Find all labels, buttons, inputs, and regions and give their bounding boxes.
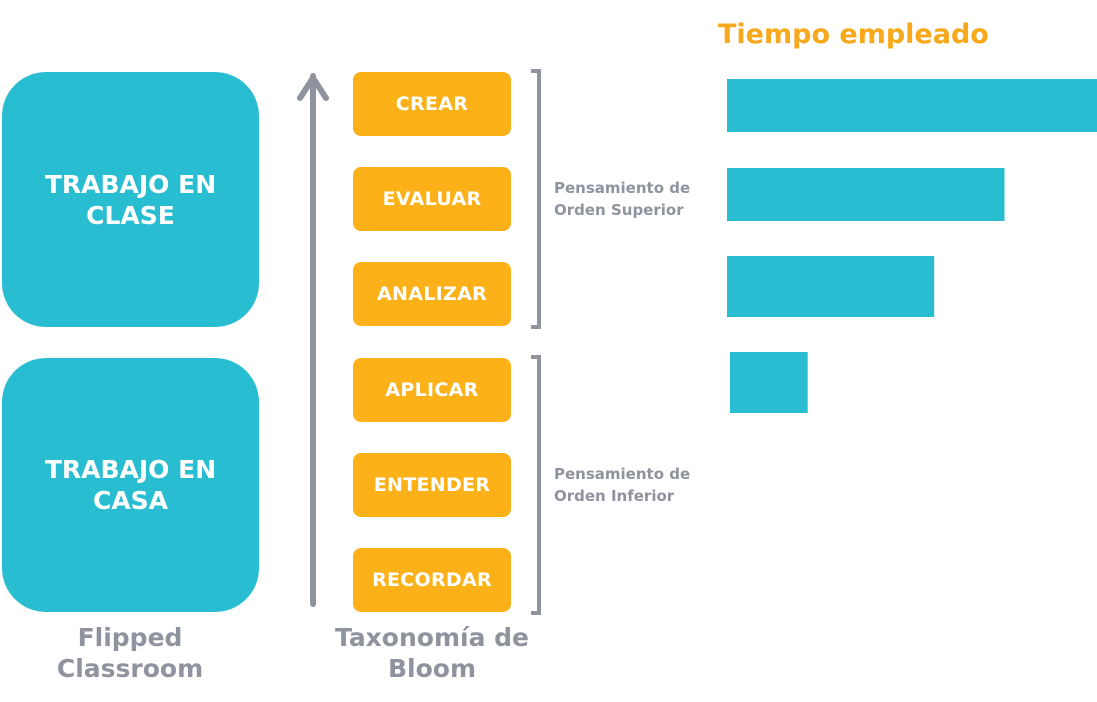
lower-order-line1: Pensamiento de — [554, 465, 691, 483]
bloom-caption-line2: Bloom — [387, 654, 477, 683]
bloom-taxonomy-caption: Taxonomía de Bloom — [312, 622, 552, 684]
level-evaluar: EVALUAR — [353, 167, 511, 231]
level-crear: CREAR — [353, 72, 511, 136]
level-label: CREAR — [395, 93, 469, 115]
time-bar-crear — [727, 79, 1097, 132]
flipped-caption-line1: Flipped — [77, 623, 183, 652]
lower-bracket — [531, 355, 541, 615]
level-label: RECORDAR — [372, 569, 492, 591]
home-work-label: TRABAJO EN CASA — [44, 455, 217, 515]
level-recordar: RECORDAR — [353, 548, 511, 612]
flipped-classroom-caption: Flipped Classroom — [30, 622, 230, 684]
up-arrow-icon — [297, 73, 329, 607]
higher-order-thinking-label: Pensamiento de Orden Superior — [554, 177, 690, 221]
level-analizar: ANALIZAR — [353, 262, 511, 326]
time-bar-aplicar — [730, 352, 808, 413]
lower-order-thinking-label: Pensamiento de Orden Inferior — [554, 463, 690, 507]
higher-order-line2: Orden Superior — [554, 201, 684, 219]
time-bar-evaluar — [727, 168, 1005, 221]
level-entender: ENTENDER — [353, 453, 511, 517]
level-label: ENTENDER — [373, 474, 491, 496]
home-work-block: TRABAJO EN CASA — [2, 358, 259, 612]
upper-bracket — [531, 69, 541, 329]
level-label: ANALIZAR — [377, 283, 487, 305]
higher-order-line1: Pensamiento de — [554, 179, 691, 197]
lower-order-line2: Orden Inferior — [554, 487, 675, 505]
level-aplicar: APLICAR — [353, 358, 511, 422]
level-label: EVALUAR — [382, 188, 482, 210]
level-label: APLICAR — [385, 379, 479, 401]
time-bar-analizar — [727, 256, 935, 317]
class-work-label: TRABAJO EN CLASE — [44, 169, 217, 230]
bloom-caption-line1: Taxonomía de — [334, 623, 530, 652]
flipped-caption-line2: Classroom — [56, 654, 204, 683]
class-work-block: TRABAJO EN CLASE — [2, 72, 259, 327]
chart-title: Tiempo empleado — [718, 19, 989, 50]
